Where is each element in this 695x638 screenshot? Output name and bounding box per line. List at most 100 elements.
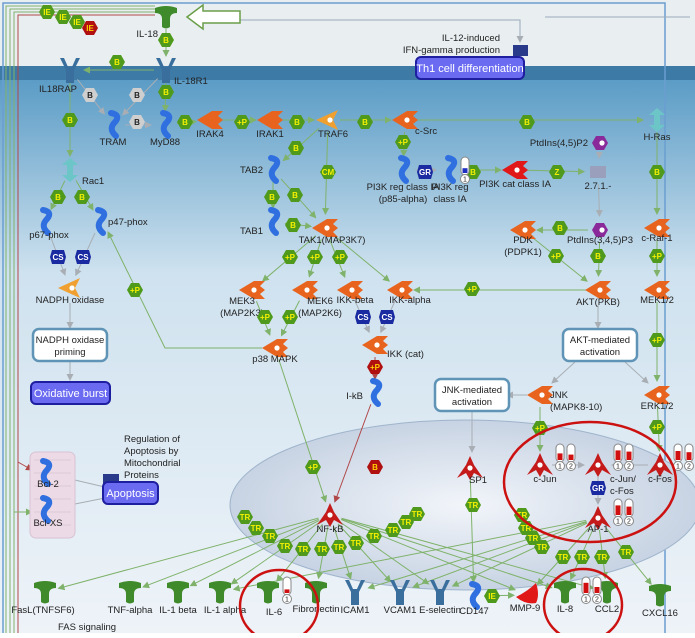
badge-label: B (269, 193, 275, 202)
active-form-marker (304, 287, 309, 292)
badge-label: +P (335, 253, 346, 262)
node-label: IL-18R1 (174, 76, 208, 87)
badge-label: Z (555, 168, 560, 177)
thermometer-label: 1 (463, 177, 467, 184)
thermometer-label: 1 (616, 519, 620, 526)
expression-level (285, 589, 290, 593)
active-form-marker (274, 345, 279, 350)
extracellular-region (0, 0, 695, 66)
active-form-marker (374, 342, 379, 347)
process-label: JNK-mediated (442, 385, 502, 396)
badge-label: IE (488, 592, 496, 601)
ifn-process-icon (513, 45, 528, 56)
badge-label: TR (412, 510, 423, 519)
badge-label: B (182, 118, 188, 127)
node-label: ICAM1 (340, 605, 369, 616)
active-form-marker (537, 462, 542, 467)
badge-label: B (524, 118, 530, 127)
badge-label: IE (43, 8, 51, 17)
node-label: PI3K reg (432, 182, 469, 193)
thermometer-label: 1 (584, 597, 588, 604)
node-label: CD147 (459, 606, 489, 617)
expression-thermometer: 2 (625, 444, 634, 471)
expression-level (463, 168, 468, 173)
badge-label: +P (130, 286, 141, 295)
badge-label: +P (260, 313, 271, 322)
badge-label: TR (558, 553, 569, 562)
node-label: IKK-alpha (389, 295, 431, 306)
node-label: PDK (513, 235, 533, 246)
note-apoptosis-regulation: Regulation of (124, 434, 180, 445)
expression-level (687, 452, 692, 460)
badge-label: +P (551, 252, 562, 261)
thermometer-label: 2 (595, 597, 599, 604)
badge-label: B (372, 463, 378, 472)
th1-button-label: Th1 cell differentiation (416, 63, 523, 75)
oxidative-burst-button[interactable]: Oxidative burst (31, 382, 110, 404)
node-label: E-selectin (419, 605, 461, 616)
badge-label: B (557, 224, 563, 233)
badge-label: TR (597, 553, 608, 562)
node-label: IKK (cat) (387, 349, 424, 360)
node-label: TRAF6 (318, 129, 348, 140)
badge-label: TR (369, 532, 380, 541)
thermometer-label: 1 (285, 597, 289, 604)
badge-label: TR (577, 553, 588, 562)
badge-label: TR (334, 543, 345, 552)
node-label: MEK3 (229, 296, 255, 307)
node-label: Bcl-2 (37, 479, 59, 490)
active-form-marker (327, 117, 332, 122)
node-pip2[interactable]: PtdIns(4,5)P2 (530, 136, 608, 150)
expression-level (558, 453, 563, 460)
node-label: IL-18 (136, 29, 158, 40)
badge-label: TR (317, 545, 328, 554)
badge-label: B (87, 91, 93, 100)
note-apoptosis-regulation: Proteins (124, 470, 159, 481)
badge-label: TR (351, 539, 362, 548)
active-form-marker (324, 225, 329, 230)
node-label: H-Ras (644, 132, 671, 143)
badge-label: +P (370, 363, 381, 372)
expression-thermometer: 1 (556, 444, 565, 471)
apoptosis-button-label: Apoptosis (106, 488, 155, 500)
badge-label: IE (73, 18, 81, 27)
mechanism-badge: CS (75, 250, 91, 264)
process-label: AKT-mediated (570, 335, 630, 346)
expression-thermometer: 1 (582, 577, 591, 604)
thermometer-label: 2 (569, 464, 573, 471)
node-label: FasL(TNFSF6) (11, 605, 74, 616)
node-label: CCL2 (595, 604, 619, 615)
badge-label: CS (381, 313, 393, 322)
node-label: c-Raf-1 (641, 233, 672, 244)
active-form-marker (349, 287, 354, 292)
note-ifn-gamma: IFN-gamma production (403, 45, 500, 56)
node-label: CXCL16 (642, 608, 678, 619)
badge-label: CS (77, 253, 89, 262)
thermometer-label: 2 (687, 464, 691, 471)
apoptosis-button[interactable]: Apoptosis (103, 482, 158, 504)
badge-label: B (67, 116, 73, 125)
mechanism-badge: CS (379, 310, 395, 324)
badge-label: GR (592, 484, 604, 493)
th1-button[interactable]: Th1 cell differentiation (416, 57, 524, 79)
active-form-marker (599, 140, 604, 145)
badge-label: +P (467, 285, 478, 294)
note-apoptosis-regulation: Apoptosis by (124, 446, 179, 457)
active-form-marker (467, 465, 472, 470)
node-label: (PDPK1) (504, 247, 541, 258)
badge-label: +P (652, 252, 663, 261)
active-form-marker (599, 227, 604, 232)
note-ifn-gamma: IL-12-induced (442, 33, 500, 44)
expression-level (584, 583, 589, 593)
badge-label: +P (285, 253, 296, 262)
node-label: IL-8 (557, 604, 573, 615)
node-label: SP1 (469, 475, 487, 486)
node-label: p38 MAPK (252, 354, 298, 365)
thermometer-label: 2 (627, 519, 631, 526)
mechanism-badge: GR (417, 165, 433, 179)
node-label: NADPH oxidase (36, 295, 105, 306)
